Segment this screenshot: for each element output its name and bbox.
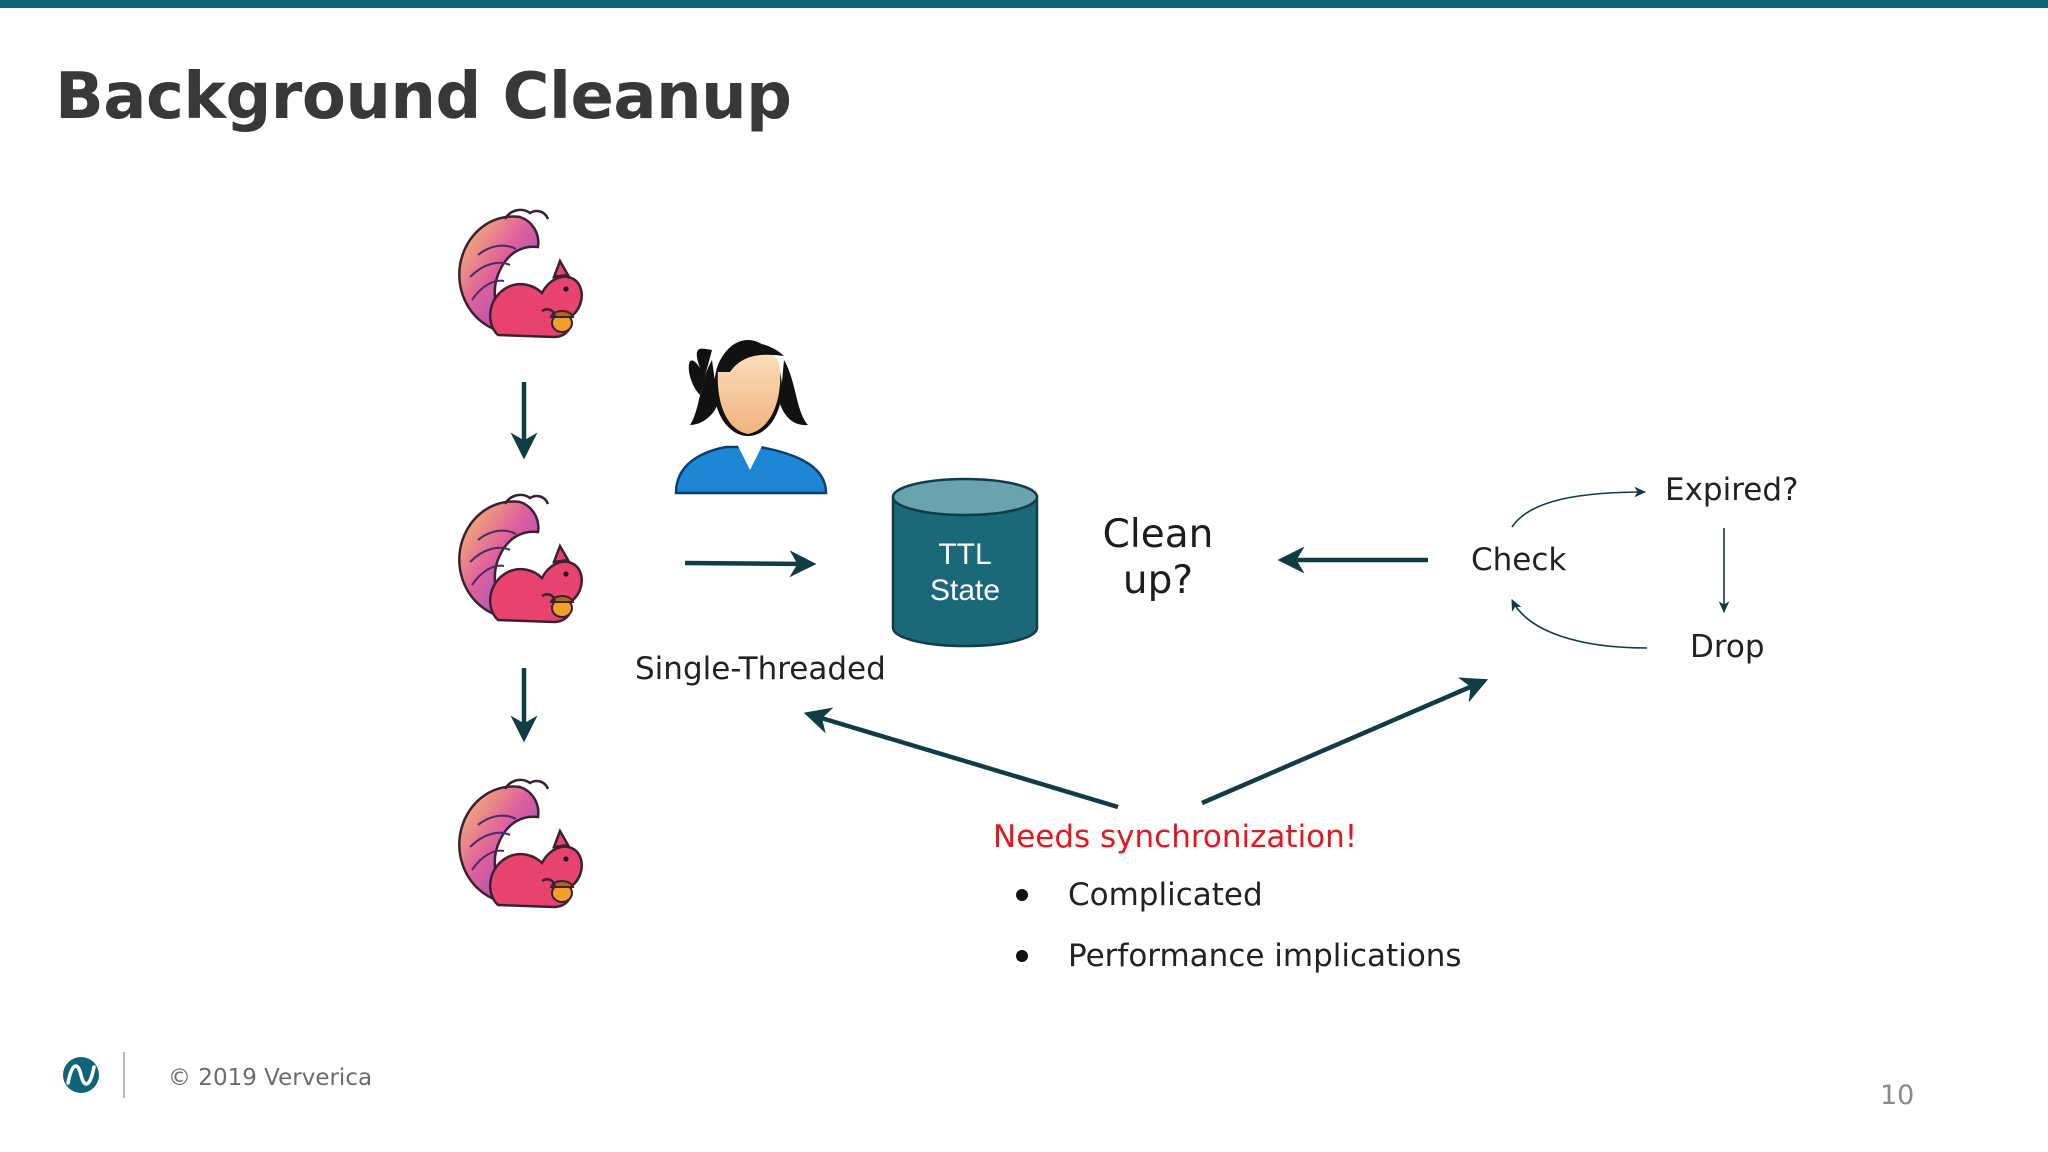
bullet-item: Performance implications xyxy=(1016,938,1462,974)
needs-synchronization-label: Needs synchronization! xyxy=(993,819,1358,855)
ttl-state-label-line1: TTL xyxy=(938,538,992,571)
bullet-dot xyxy=(1016,888,1028,901)
flow-arrow-into-state xyxy=(684,550,817,578)
bullet-item: Complicated xyxy=(1016,877,1263,913)
bullet-text: Complicated xyxy=(1068,877,1263,913)
page-number: 10 xyxy=(1880,1080,1915,1111)
bullet-dot xyxy=(1016,949,1028,962)
ttl-state-label: TTL State xyxy=(893,537,1037,609)
flink-squirrel-icon xyxy=(458,778,583,909)
copyright-text: © 2019 Ververica xyxy=(168,1065,373,1091)
check-label: Check xyxy=(1471,542,1567,578)
expired-label: Expired? xyxy=(1665,472,1799,508)
ververica-logo-icon xyxy=(63,1057,99,1093)
flink-squirrel-icon xyxy=(458,493,583,624)
slide-title: Background Cleanup xyxy=(55,60,792,134)
bullet-text: Performance implications xyxy=(1068,938,1462,974)
top-accent-bar xyxy=(0,0,2048,8)
single-threaded-label: Single-Threaded xyxy=(635,651,886,687)
arrow-check-to-expired xyxy=(1511,486,1647,528)
user-avatar-icon xyxy=(674,340,828,495)
drop-label: Drop xyxy=(1690,629,1765,665)
ttl-state-cylinder xyxy=(891,477,1039,648)
flink-squirrel-icon xyxy=(458,208,583,339)
ttl-state-label-line2: State xyxy=(929,574,1001,607)
cleanup-line1: Clean xyxy=(1102,512,1214,557)
cleanup-line2: up? xyxy=(1122,558,1194,603)
sync-arrow-to-check xyxy=(1201,677,1489,806)
sync-arrow-to-single-threaded xyxy=(803,707,1119,810)
footer-divider xyxy=(123,1052,125,1098)
cleanup-question: Clean up? xyxy=(1098,512,1218,604)
arrow-drop-to-check xyxy=(1511,599,1648,649)
